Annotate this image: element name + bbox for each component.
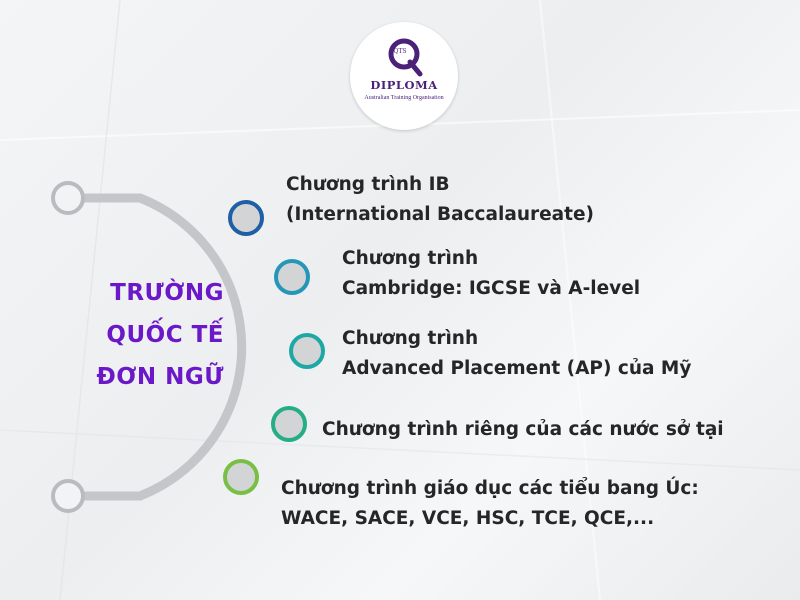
item-5-line-2: WACE, SACE, VCE, HSC, TCE, QCE,... [281,508,655,529]
logo-monogram: QTS [393,48,406,55]
logo: QTS DIPLOMA Australian Training Organisa… [350,22,458,130]
item-2-line-1: Chương trình [342,248,479,269]
q-monogram-icon: QTS [388,38,423,77]
item-4-line-1: Chương trình riêng của các nước sở tại [322,419,724,440]
item-1-line-1: Chương trình IB [286,174,450,195]
logo-name: DIPLOMA [370,78,438,92]
title-line-1: TRƯỜNG [110,280,224,306]
item-node-5 [223,459,259,495]
item-3-line-2: Advanced Placement (AP) của Mỹ [342,358,692,379]
item-5-line-1: Chương trình giáo dục các tiểu bang Úc: [281,478,699,499]
title-line-2: QUỐC TẾ [106,322,224,348]
title-line-3: ĐƠN NGỮ [96,364,224,390]
item-node-2 [274,259,310,295]
item-1-line-2: (International Baccalaureate) [286,204,595,225]
arc-end-node [51,479,85,513]
item-2-line-2: Cambridge: IGCSE và A-level [342,278,641,299]
item-3-line-1: Chương trình [342,328,479,349]
item-2: Chương trình Cambridge: IGCSE và A-level [342,244,640,304]
item-node-3 [289,333,325,369]
item-1: Chương trình IB (International Baccalaur… [286,170,594,230]
item-node-4 [271,406,307,442]
item-4: Chương trình riêng của các nước sở tại [322,415,724,445]
item-node-1 [228,200,264,236]
item-3: Chương trình Advanced Placement (AP) của… [342,324,691,384]
item-5: Chương trình giáo dục các tiểu bang Úc: … [281,474,699,534]
arc-start-node [51,181,85,215]
logo-subtitle: Australian Training Organisation [364,95,444,101]
timeline-arc [63,193,247,501]
